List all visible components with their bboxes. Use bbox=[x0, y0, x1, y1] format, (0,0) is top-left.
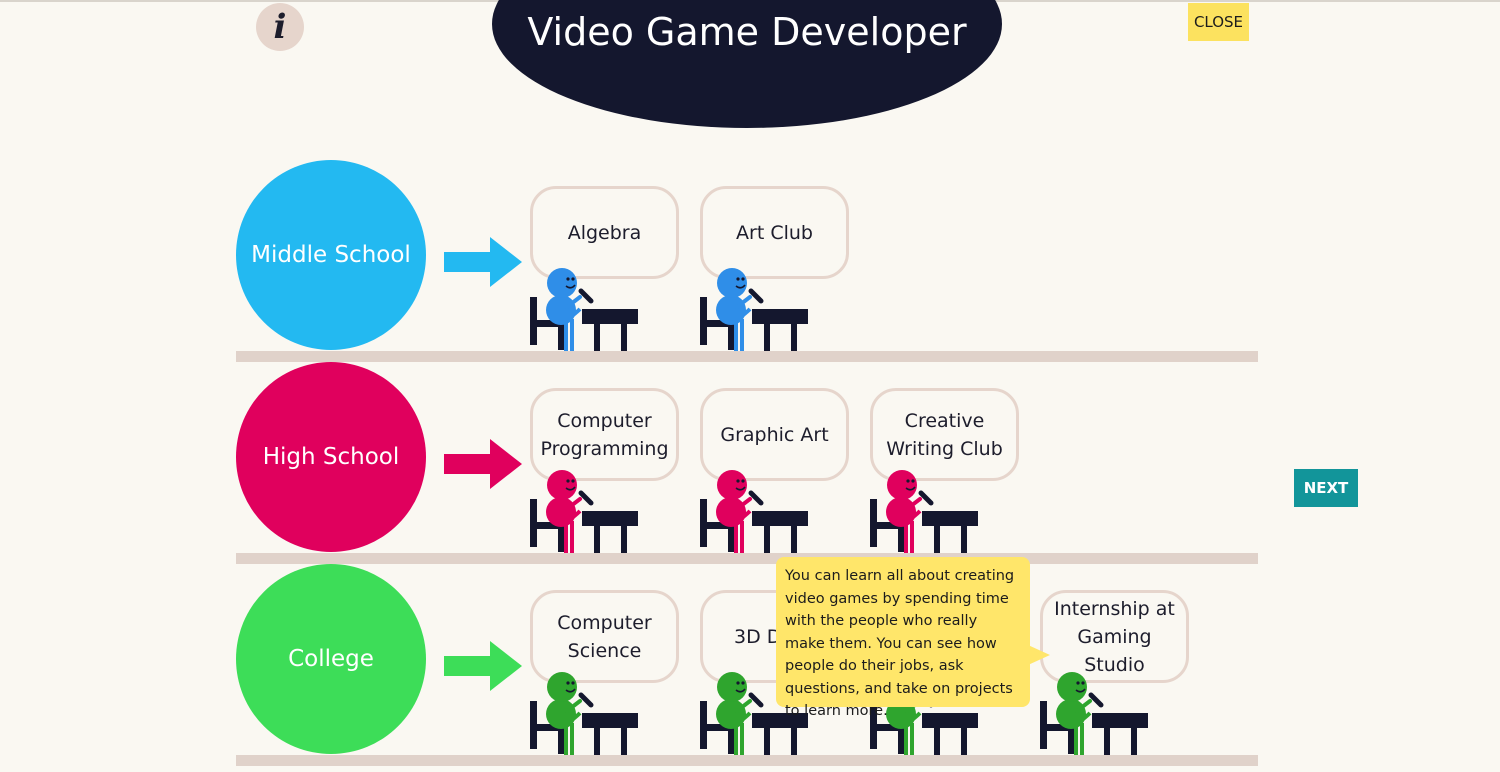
activity-label: Computer Science bbox=[557, 611, 652, 662]
arrow-right-icon bbox=[444, 237, 522, 287]
stage-label: High School bbox=[262, 444, 400, 470]
student-at-desk-icon bbox=[698, 469, 814, 559]
student-at-desk-icon bbox=[528, 671, 644, 761]
page-title: Video Game Developer bbox=[527, 10, 967, 54]
activity-bubble[interactable]: Art Club bbox=[700, 186, 849, 279]
row-divider bbox=[236, 553, 1258, 564]
close-button[interactable]: CLOSE bbox=[1188, 3, 1249, 41]
tooltip-pointer bbox=[1028, 645, 1050, 665]
row-divider bbox=[236, 755, 1258, 766]
activity-label: Internship at Gaming Studio bbox=[1054, 597, 1175, 676]
stage-college: College bbox=[236, 564, 426, 754]
student-at-desk-icon bbox=[868, 469, 984, 559]
activity-label: Computer Programming bbox=[540, 409, 669, 460]
stage-high-school: High School bbox=[236, 362, 426, 552]
arrow-right-icon bbox=[444, 439, 522, 489]
student-at-desk-icon bbox=[528, 469, 644, 559]
activity-bubble[interactable]: Graphic Art bbox=[700, 388, 849, 481]
row-divider bbox=[236, 351, 1258, 362]
info-tooltip: You can learn all about creating video g… bbox=[776, 557, 1030, 719]
student-at-desk-icon bbox=[528, 267, 644, 357]
activity-label: Creative Writing Club bbox=[886, 409, 1003, 460]
activity-label: Graphic Art bbox=[720, 423, 829, 446]
student-at-desk-icon bbox=[698, 267, 814, 357]
info-button[interactable]: i bbox=[256, 3, 304, 51]
activity-bubble[interactable]: Computer Science bbox=[530, 590, 679, 683]
stage-label: Middle School bbox=[251, 242, 411, 268]
activity-label: Algebra bbox=[567, 221, 642, 244]
info-icon: i bbox=[273, 7, 287, 47]
student-at-desk-icon bbox=[698, 671, 814, 761]
activity-label: 3D D bbox=[734, 625, 782, 648]
arrow-right-icon bbox=[444, 641, 522, 691]
activity-bubble[interactable]: Creative Writing Club bbox=[870, 388, 1019, 481]
student-at-desk-icon bbox=[1038, 671, 1154, 761]
stage-label: College bbox=[288, 646, 374, 672]
activity-label: Art Club bbox=[736, 221, 813, 244]
activity-bubble[interactable]: Algebra bbox=[530, 186, 679, 279]
next-button[interactable]: NEXT bbox=[1294, 469, 1358, 507]
activity-bubble[interactable]: Internship at Gaming Studio bbox=[1040, 590, 1189, 683]
stage-middle-school: Middle School bbox=[236, 160, 426, 350]
activity-bubble[interactable]: Computer Programming bbox=[530, 388, 679, 481]
